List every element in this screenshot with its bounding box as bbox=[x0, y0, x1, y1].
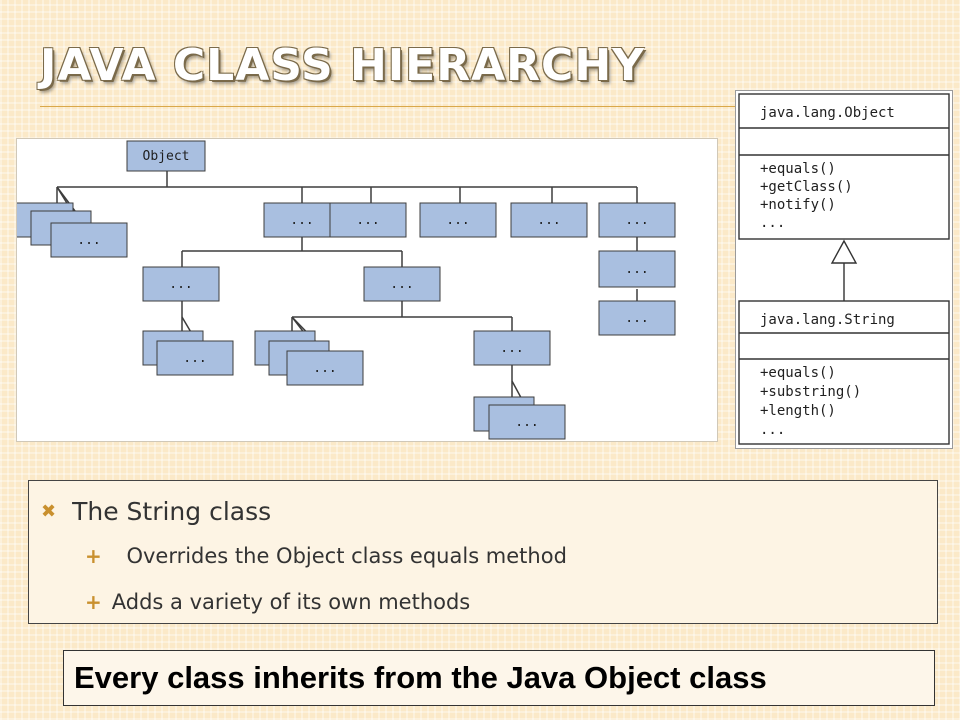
class-node-label: ... bbox=[515, 415, 538, 430]
bullet-text: The String class bbox=[72, 497, 272, 526]
class-node bbox=[286, 350, 364, 386]
class-node bbox=[263, 202, 341, 238]
class-node bbox=[329, 202, 407, 238]
uml-string-class-box bbox=[738, 300, 950, 445]
footer-callout: Every class inherits from the Java Objec… bbox=[63, 650, 935, 706]
uml-string-method: +equals() bbox=[760, 365, 836, 381]
uml-object-method: +equals() bbox=[760, 161, 836, 177]
class-node bbox=[156, 340, 234, 376]
x-mark-icon: ✖ bbox=[41, 501, 57, 522]
uml-svg: java.lang.Object +equals() +getClass() +not… bbox=[738, 93, 950, 445]
class-node-label: ... bbox=[169, 277, 192, 292]
class-node bbox=[598, 300, 676, 336]
uml-string-method: +substring() bbox=[760, 384, 861, 400]
class-node bbox=[598, 250, 676, 288]
class-node-label: ... bbox=[356, 213, 379, 228]
class-node-label: ... bbox=[183, 351, 206, 366]
bullet-list: ✖ The String class + Overrides the Objec… bbox=[28, 480, 938, 624]
uml-diagram: java.lang.Object +equals() +getClass() +not… bbox=[735, 90, 953, 449]
class-hierarchy-diagram: Object..................................… bbox=[16, 138, 718, 442]
class-node-label: ... bbox=[625, 311, 648, 326]
sub-bullet-overrides: + Overrides the Object class equals meth… bbox=[85, 544, 567, 568]
class-node-label: Object bbox=[143, 149, 190, 164]
class-node-label: ... bbox=[537, 213, 560, 228]
inheritance-arrow-icon bbox=[830, 239, 858, 264]
class-node-label: ... bbox=[77, 233, 100, 248]
title-divider bbox=[40, 106, 740, 107]
bullet-item-string-class: ✖ The String class bbox=[41, 497, 271, 526]
class-node-label: ... bbox=[625, 262, 648, 277]
plus-icon: + bbox=[85, 544, 102, 568]
sub-bullet-text: Overrides the Object class equals method bbox=[119, 544, 567, 568]
uml-object-method: ... bbox=[760, 215, 785, 231]
class-node-label: ... bbox=[390, 277, 413, 292]
class-node bbox=[50, 222, 128, 258]
uml-object-class-name: java.lang.Object bbox=[760, 105, 895, 121]
class-node-label: ... bbox=[446, 213, 469, 228]
uml-string-class-name: java.lang.String bbox=[760, 312, 895, 328]
hierarchy-tree: Object..................................… bbox=[17, 140, 676, 440]
uml-object-class-box bbox=[738, 93, 950, 240]
class-node bbox=[510, 202, 588, 238]
object-root-node bbox=[126, 140, 206, 172]
class-node-label: ... bbox=[290, 213, 313, 228]
class-node-label: ... bbox=[625, 213, 648, 228]
sub-bullet-text: Adds a variety of its own methods bbox=[111, 590, 471, 614]
class-node bbox=[473, 330, 551, 366]
class-node bbox=[488, 404, 566, 440]
class-node-label: ... bbox=[313, 361, 336, 376]
class-node bbox=[598, 202, 676, 238]
uml-string-method: ... bbox=[760, 422, 785, 438]
class-node-label: ... bbox=[500, 341, 523, 356]
uml-object-method: +notify() bbox=[760, 197, 836, 213]
class-node bbox=[363, 266, 441, 302]
sub-bullet-methods: + Adds a variety of its own methods bbox=[85, 590, 470, 614]
uml-string-method: +length() bbox=[760, 403, 836, 419]
uml-object-method: +getClass() bbox=[760, 179, 853, 195]
class-node bbox=[142, 266, 220, 302]
plus-icon: + bbox=[85, 590, 102, 614]
class-node bbox=[419, 202, 497, 238]
slide-title: Java Class Hierarchy bbox=[40, 40, 646, 91]
